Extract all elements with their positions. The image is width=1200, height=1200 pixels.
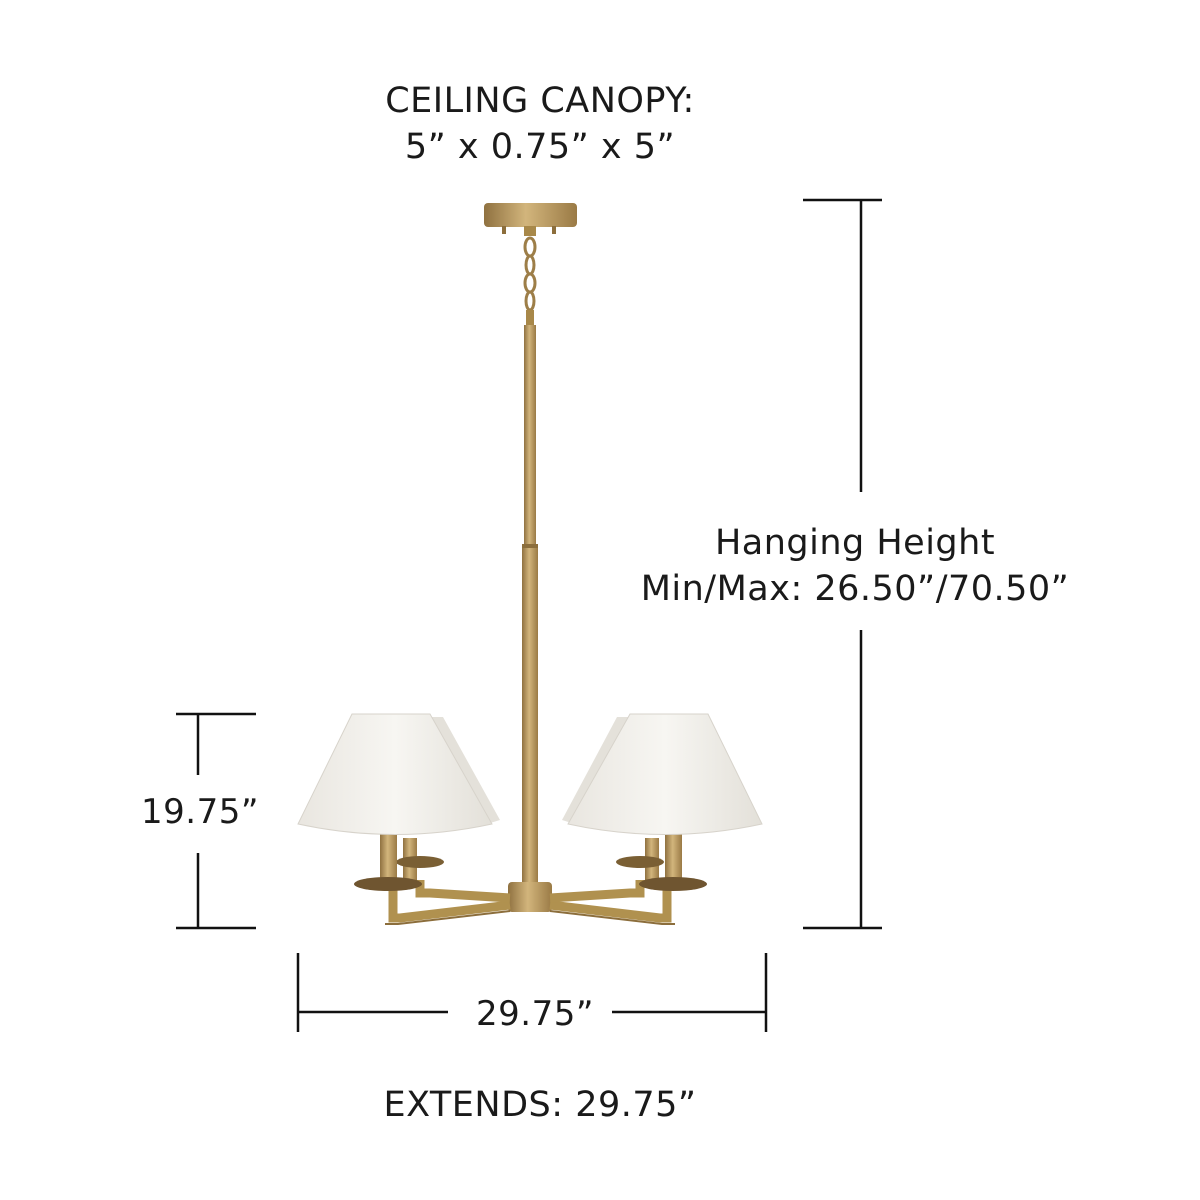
stem-upper: [524, 325, 536, 545]
ceiling-canopy-label: CEILING CANOPY: 5” x 0.75” x 5”: [330, 78, 750, 170]
front-candles: [354, 830, 707, 891]
arms: [388, 880, 672, 923]
extends-label: EXTENDS: 29.75”: [383, 1085, 697, 1125]
canopy-loop: [524, 226, 536, 236]
hanging-height-range: Min/Max: 26.50”/70.50”: [640, 569, 1070, 609]
canopy-screw-right: [552, 226, 556, 234]
ceiling-canopy-title: CEILING CANOPY:: [385, 81, 695, 121]
center-hub: [508, 882, 552, 912]
bobeche-back-left: [396, 856, 444, 868]
arm-shadow: [385, 910, 675, 925]
back-candles: [396, 838, 664, 886]
arm-front-right: [549, 885, 672, 923]
shade-front-left: [297, 713, 493, 835]
stem-lower: [522, 548, 538, 883]
canopy-screw-left: [502, 226, 506, 234]
shade-front-right: [567, 713, 763, 835]
fixture-width-label: 29.75”: [476, 994, 594, 1034]
chandelier: [297, 203, 763, 925]
ceiling-canopy-size: 5” x 0.75” x 5”: [404, 127, 676, 167]
stem-top-connector: [526, 310, 534, 326]
arm-back-right: [549, 880, 645, 903]
fixture-height-dimension: [176, 712, 256, 930]
stem-joint: [522, 544, 538, 548]
chain: [523, 236, 537, 312]
bobeche-front-left: [354, 877, 422, 891]
fixture-height-label: 19.75”: [141, 792, 259, 832]
hanging-height-title: Hanging Height: [714, 523, 996, 563]
arm-back-left: [415, 880, 511, 903]
bobeche-back-right: [616, 856, 664, 868]
arm-front-left: [388, 885, 511, 923]
hanging-height-dimension: [803, 198, 882, 930]
hanging-height-label: Hanging Height Min/Max: 26.50”/70.50”: [620, 520, 1090, 612]
ceiling-canopy: [484, 203, 577, 227]
bobeche-front-right: [639, 877, 707, 891]
fixture-width-dimension: [296, 953, 768, 1032]
